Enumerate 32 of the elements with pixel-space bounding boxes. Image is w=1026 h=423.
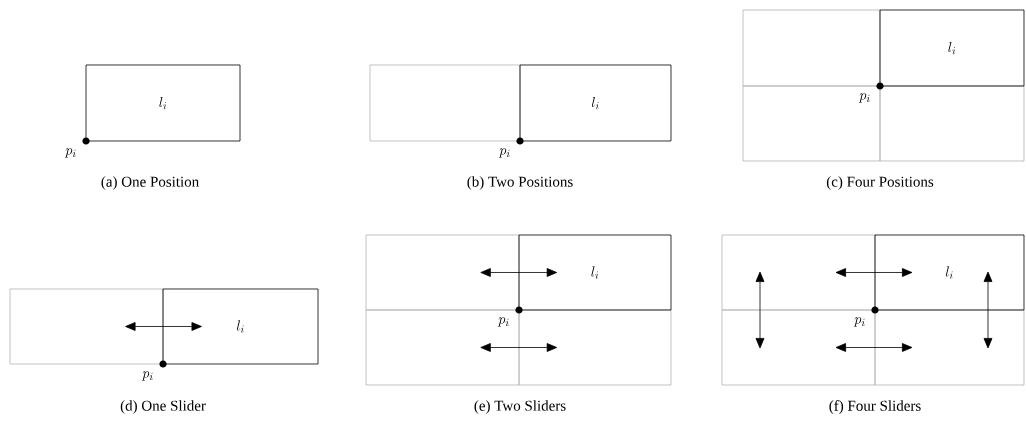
slider-arrow <box>480 268 558 277</box>
point-label: $p_i$ <box>858 93 870 103</box>
caption: (b) Two Positions <box>467 176 573 190</box>
point-label: $p_i$ <box>498 148 510 158</box>
slider-arrow <box>983 271 993 349</box>
caption: (a) One Position <box>101 176 199 190</box>
candidate-position-box <box>365 309 520 386</box>
slider-arrow <box>480 343 558 352</box>
label-box: $l_i$ <box>879 9 1025 87</box>
slider-arrow <box>835 343 913 352</box>
caption: (e) Two Sliders <box>474 400 566 414</box>
candidate-position-box <box>742 9 881 87</box>
candidate-position-box <box>9 288 164 365</box>
candidate-position-box <box>721 309 876 386</box>
point-label: $p_i$ <box>64 148 76 158</box>
point-label: $p_i$ <box>141 371 153 381</box>
slider-arrow <box>835 268 913 277</box>
caption: (c) Four Positions <box>826 176 934 190</box>
caption: (d) One Slider <box>120 400 206 414</box>
candidate-position-box <box>879 85 1025 162</box>
label-box: $l_i$ <box>519 64 672 142</box>
label-box: $l_i$ <box>85 64 241 142</box>
slider-arrow <box>125 322 202 331</box>
candidate-position-box <box>742 85 881 162</box>
label-box: $l_i$ <box>162 288 319 365</box>
candidate-position-box <box>369 64 521 142</box>
label-box: $l_i$ <box>518 234 672 311</box>
point-label: $p_i$ <box>497 317 509 327</box>
slider-arrow <box>755 271 765 349</box>
label-box: $l_i$ <box>874 234 1025 311</box>
caption: (f) Four Sliders <box>829 400 921 414</box>
point-label: $p_i$ <box>853 317 865 327</box>
